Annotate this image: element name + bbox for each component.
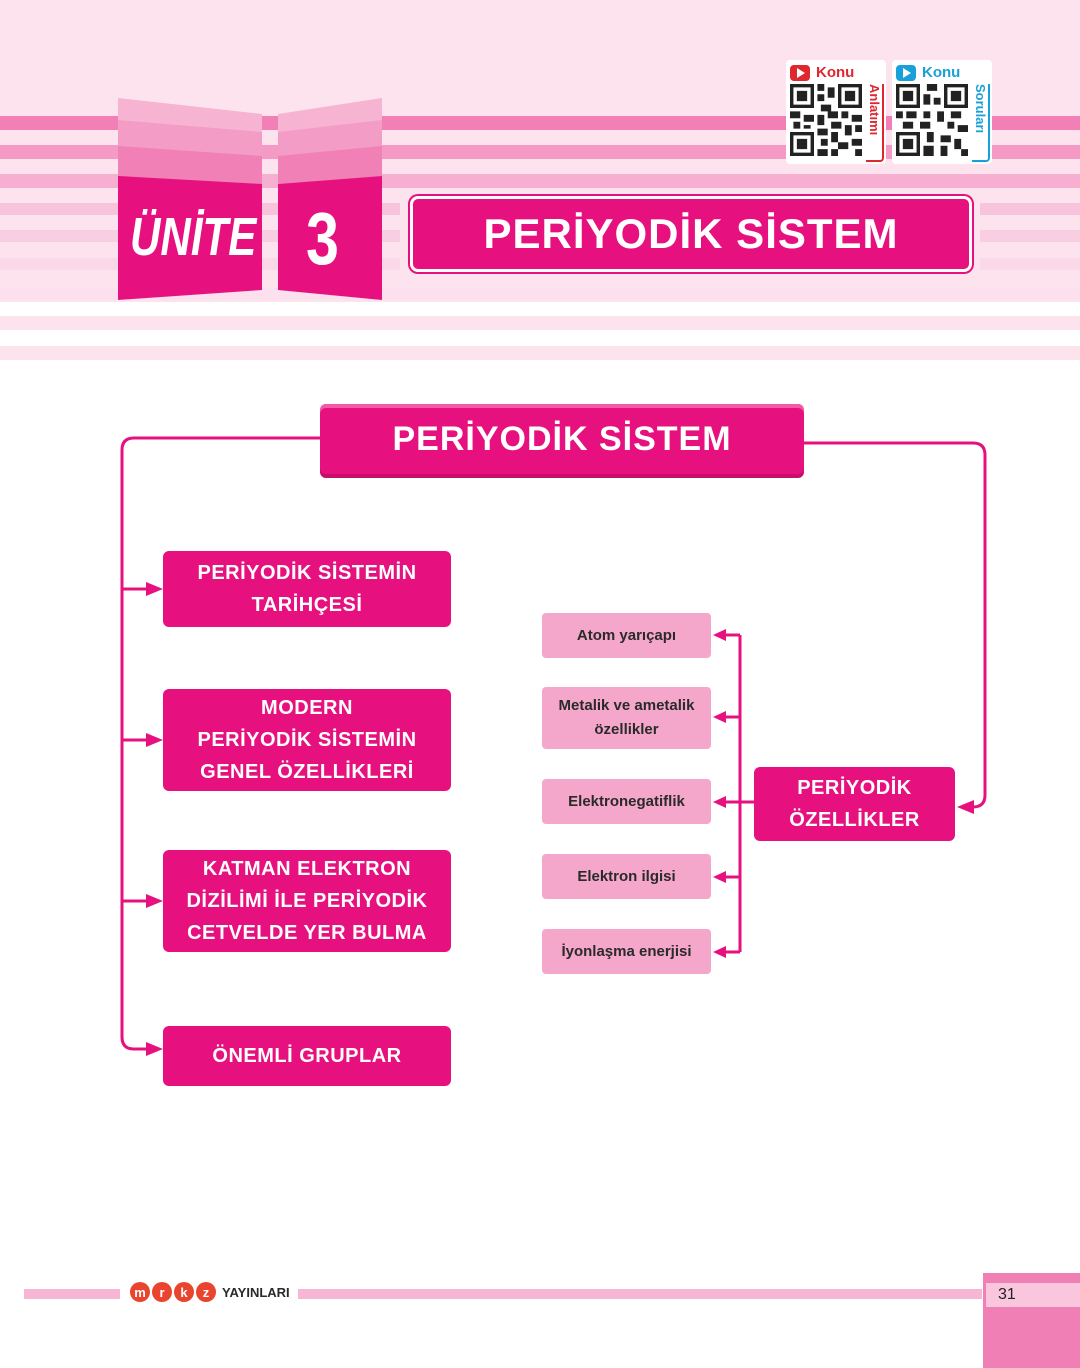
qr-card-header: Konu [790, 64, 854, 81]
header-stripe [0, 174, 1080, 188]
qr-card-title: Konu [922, 64, 961, 81]
footer-line [298, 1289, 982, 1299]
qr-card-title: Konu [816, 64, 855, 81]
property-electronegativity: Elektronegatiflik [542, 779, 711, 824]
property-electron-affinity: Elektron ilgisi [542, 854, 711, 899]
header-stripe [0, 330, 1080, 346]
publisher-logo: m r k z YAYINLARI [130, 1282, 290, 1302]
unit-book-graphic [118, 98, 382, 300]
topic-history: PERİYODİK SİSTEMİN TARİHÇESİ [163, 551, 451, 627]
qr-card-header: Konu [896, 64, 960, 81]
qr-card-konu-anlatimi[interactable]: Konu Anlatımı [786, 60, 886, 164]
map-root-title: PERİYODİK SİSTEM [320, 404, 804, 474]
qr-code-icon [896, 84, 968, 156]
topic-modern-periodic-system: MODERN PERİYODİK SİSTEMİN GENEL ÖZELLİKL… [163, 689, 451, 791]
connector-root-left [120, 436, 320, 1051]
footer-line [24, 1289, 120, 1299]
unit-title: PERİYODİK SİSTEM [410, 196, 972, 272]
qr-code-icon [790, 84, 862, 156]
periodic-properties-box: PERİYODİK ÖZELLİKLER [754, 767, 955, 841]
logo-letter: m [130, 1282, 150, 1302]
logo-letter: r [152, 1282, 172, 1302]
logo-letter: k [174, 1282, 194, 1302]
qr-card-konu-sorulari[interactable]: Konu Soruları [892, 60, 992, 164]
unit-number: 3 [306, 197, 339, 280]
connector-root-right [804, 441, 987, 809]
qr-card-side-label: Soruları [972, 84, 990, 162]
topic-important-groups: ÖNEMLİ GRUPLAR [163, 1026, 451, 1086]
play-icon [790, 64, 810, 81]
unit-word: ÜNİTE [130, 207, 257, 267]
header-stripe [0, 288, 1080, 300]
publisher-name: YAYINLARI [222, 1284, 290, 1300]
logo-letter: z [196, 1282, 216, 1302]
property-ionization-energy: İyonlaşma enerjisi [542, 929, 711, 974]
property-metallic: Metalik ve ametalik özellikler [542, 687, 711, 749]
topic-electron-configuration: KATMAN ELEKTRON DİZİLİMİ İLE PERİYODİK C… [163, 850, 451, 952]
header-stripe [0, 302, 1080, 316]
property-atomic-radius: Atom yarıçapı [542, 613, 711, 658]
page-number: 31 [986, 1283, 1080, 1307]
play-icon [896, 64, 916, 81]
qr-card-side-label: Anlatımı [866, 84, 884, 162]
